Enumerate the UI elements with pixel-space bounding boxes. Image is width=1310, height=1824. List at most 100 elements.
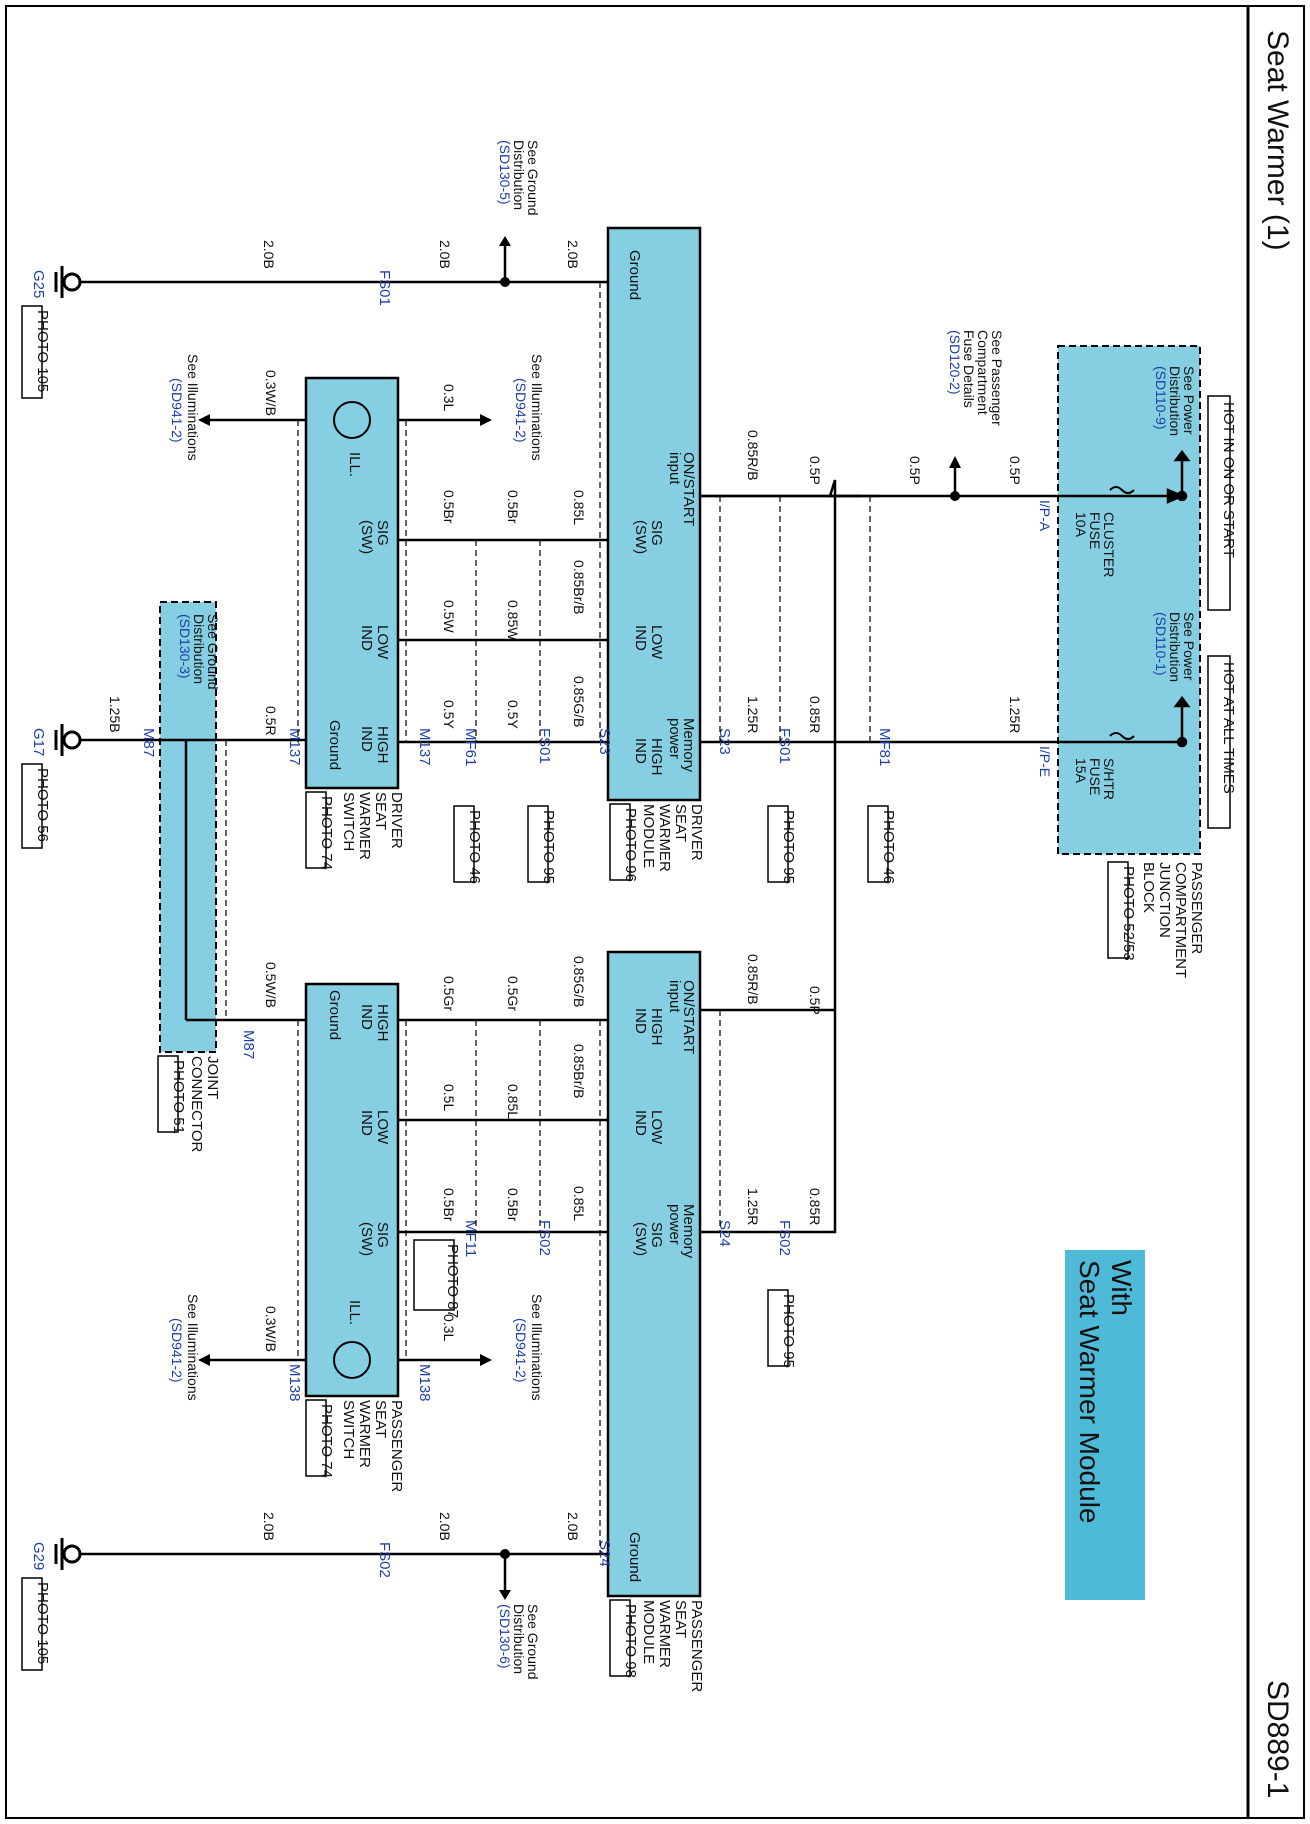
- illum-refs: See Illuminations (SD941-2) See Illumina…: [169, 354, 545, 1401]
- svg-text:SWITCH: SWITCH: [340, 792, 357, 851]
- driver-switch-labels: ILL. SIG (SW) LOW IND HIGH IND Ground: [326, 401, 391, 770]
- svg-text:HIGH: HIGH: [374, 1004, 391, 1042]
- svg-text:See Ground: See Ground: [525, 1604, 541, 1680]
- svg-text:IND: IND: [632, 625, 649, 651]
- passenger-module-name: PASSENGER SEAT WARMER MODULE PHOTO 98: [609, 1599, 705, 1692]
- svg-text:S23: S23: [716, 728, 733, 755]
- svg-text:G25: G25: [30, 270, 47, 298]
- svg-text:Fuse Details: Fuse Details: [961, 330, 977, 408]
- svg-text:ILL.: ILL.: [346, 452, 363, 477]
- hot-all-label: HOT AT ALL TIMES: [1220, 662, 1237, 794]
- svg-text:PHOTO 96: PHOTO 96: [622, 808, 639, 882]
- svg-text:15A: 15A: [1073, 758, 1089, 784]
- passenger-signal-wires: [210, 1008, 780, 1362]
- junction-name: PASSENGER COMPARTMENT JUNCTION BLOCK PHO…: [1107, 861, 1205, 978]
- svg-text:0.3L: 0.3L: [441, 1314, 457, 1341]
- hot-all-label-box: HOT AT ALL TIMES: [1207, 655, 1237, 829]
- fuse-ref-text: See Passenger Compartment Fuse Details (…: [947, 330, 1005, 426]
- svg-text:0.85R: 0.85R: [807, 696, 823, 733]
- svg-text:SIG: SIG: [648, 520, 665, 546]
- svg-text:IND: IND: [358, 726, 375, 752]
- illumination-lamp-icon-2: [333, 1341, 371, 1379]
- svg-text:0.5W: 0.5W: [441, 600, 457, 633]
- svg-text:DRIVER: DRIVER: [688, 804, 705, 861]
- svg-text:1.25R: 1.25R: [745, 1188, 761, 1225]
- svg-text:PHOTO 95: PHOTO 95: [780, 1294, 797, 1368]
- svg-text:S/HTR: S/HTR: [1101, 758, 1117, 800]
- svg-text:SIG: SIG: [648, 1222, 665, 1248]
- svg-text:G29: G29: [30, 1542, 47, 1570]
- svg-text:2.0B: 2.0B: [437, 240, 453, 269]
- svg-text:PASSENGER: PASSENGER: [1188, 862, 1205, 954]
- svg-text:FS01: FS01: [776, 728, 793, 764]
- banner-line2: Seat Warmer Module: [1074, 1260, 1105, 1524]
- junction-block: [1057, 345, 1201, 855]
- svg-text:0.5Br: 0.5Br: [505, 1188, 521, 1222]
- svg-text:FUSE: FUSE: [1087, 512, 1103, 549]
- svg-text:0.5P: 0.5P: [807, 456, 823, 485]
- svg-text:COMPARTMENT: COMPARTMENT: [1172, 862, 1189, 978]
- svg-text:S23: S23: [596, 728, 613, 755]
- svg-text:0.85R/B: 0.85R/B: [745, 430, 761, 481]
- driver-signal-wires: [210, 418, 780, 744]
- svg-text:(SD130-6): (SD130-6): [497, 1604, 513, 1669]
- svg-text:0.5Br: 0.5Br: [441, 1188, 457, 1222]
- svg-text:SEAT: SEAT: [672, 1600, 689, 1638]
- svg-text:DRIVER: DRIVER: [388, 792, 405, 849]
- joint-connector-box: [159, 601, 217, 1053]
- svg-text:0.5Gr: 0.5Gr: [505, 976, 521, 1011]
- svg-text:PHOTO 74: PHOTO 74: [318, 796, 335, 870]
- svg-text:JUNCTION: JUNCTION: [1156, 862, 1173, 938]
- svg-text:0.5W/B: 0.5W/B: [263, 962, 279, 1008]
- svg-text:Memory: Memory: [680, 718, 697, 773]
- page-code: SD889-1: [1261, 1680, 1294, 1798]
- svg-text:(SW): (SW): [358, 520, 375, 554]
- svg-text:SIG: SIG: [374, 1222, 391, 1248]
- fuse-ref-arrow: [949, 456, 961, 468]
- svg-text:FS01: FS01: [376, 270, 393, 306]
- ground-labels: G25 PHOTO 105 G17 PHOTO 56 G29 PHOTO 105: [21, 270, 51, 1671]
- svg-text:1.25B: 1.25B: [107, 696, 123, 733]
- passenger-switch-name: PASSENGER SEAT WARMER SWITCH PHOTO 74: [305, 1399, 405, 1492]
- fuse-cluster: [1050, 449, 1191, 504]
- svg-text:Compartment: Compartment: [975, 330, 991, 415]
- svg-text:MODULE: MODULE: [640, 804, 657, 868]
- svg-text:M137: M137: [416, 728, 433, 766]
- hot-on-label-box: HOT IN ON OR START: [1207, 395, 1237, 611]
- svg-text:S24: S24: [716, 1220, 733, 1247]
- power-ref-2: See Power Distribution (SD110-1): [1153, 612, 1197, 682]
- svg-text:PHOTO 87: PHOTO 87: [444, 1244, 461, 1318]
- svg-text:(SW): (SW): [632, 520, 649, 554]
- svg-text:See Illuminations: See Illuminations: [529, 1294, 545, 1401]
- svg-text:CLUSTER: CLUSTER: [1101, 512, 1117, 577]
- illumination-lamp-icon: [333, 401, 371, 439]
- fuse-shtr: [1050, 695, 1191, 748]
- banner-line1: With: [1106, 1260, 1137, 1316]
- svg-text:2.0B: 2.0B: [437, 1512, 453, 1541]
- svg-text:PASSENGER: PASSENGER: [388, 1400, 405, 1492]
- illumination-arrows: [198, 414, 492, 1366]
- svg-text:BLOCK: BLOCK: [1140, 862, 1157, 913]
- svg-text:MF81: MF81: [876, 728, 893, 766]
- svg-text:S24: S24: [596, 1540, 613, 1567]
- svg-text:IND: IND: [358, 1110, 375, 1136]
- svg-text:0.85L: 0.85L: [571, 490, 587, 525]
- svg-text:0.85L: 0.85L: [505, 1084, 521, 1119]
- svg-text:0.5P: 0.5P: [807, 986, 823, 1015]
- driver-switch-name: DRIVER SEAT WARMER SWITCH PHOTO 74: [305, 791, 405, 870]
- svg-text:See Illuminations: See Illuminations: [529, 354, 545, 461]
- svg-text:2.0B: 2.0B: [565, 240, 581, 269]
- svg-text:Ground: Ground: [626, 250, 643, 300]
- svg-text:PHOTO 95: PHOTO 95: [540, 810, 557, 884]
- svg-text:SEAT: SEAT: [372, 792, 389, 830]
- power-ref-1: See Power Distribution (SD110-9): [1153, 366, 1197, 436]
- svg-text:See Passenger: See Passenger: [989, 330, 1005, 426]
- svg-text:FS02: FS02: [536, 1220, 553, 1256]
- svg-text:0.85Br/B: 0.85Br/B: [571, 1044, 587, 1098]
- svg-text:WARMER: WARMER: [356, 1400, 373, 1468]
- svg-text:LOW: LOW: [648, 625, 665, 660]
- svg-text:SIG: SIG: [374, 520, 391, 546]
- svg-text:0.5Y: 0.5Y: [505, 700, 521, 729]
